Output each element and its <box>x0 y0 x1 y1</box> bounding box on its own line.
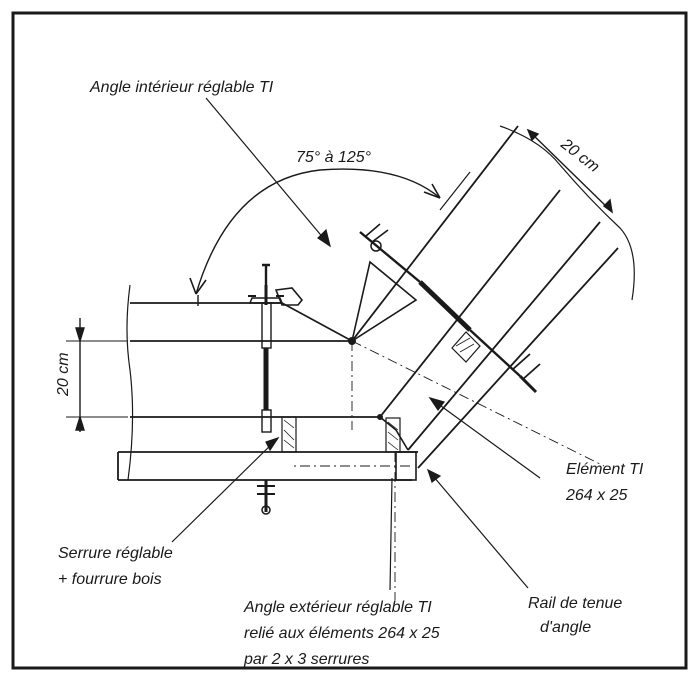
angle-arc <box>189 168 441 295</box>
label-angle-range: 75° à 125° <box>296 149 372 166</box>
label-element-2: 264 x 25 <box>565 487 627 504</box>
straight-wall <box>117 263 418 515</box>
label-rail-1: Rail de tenue <box>528 595 622 612</box>
label-element-1: Elément TI <box>566 461 644 478</box>
label-lock-1: Serrure réglable <box>58 545 173 562</box>
label-lock-2: + fourrure bois <box>58 571 162 588</box>
label-outer-3: par 2 x 3 serrures <box>243 651 369 668</box>
inner-corner-point <box>348 337 356 345</box>
dimension-left <box>66 318 128 432</box>
axis-lines <box>290 340 605 600</box>
label-outer-1: Angle extérieur réglable TI <box>243 599 432 616</box>
label-inner-corner: Angle intérieur réglable TI <box>89 79 274 96</box>
leader-lines <box>171 97 541 591</box>
inclined-wall <box>281 125 635 481</box>
label-thickness-left: 20 cm <box>55 352 72 397</box>
dimension-top <box>526 128 613 214</box>
label-rail-2: d'angle <box>540 619 591 636</box>
diagram-border <box>11 11 688 670</box>
outer-corner-point <box>377 414 383 420</box>
label-outer-2: relié aux éléments 264 x 25 <box>244 625 440 642</box>
